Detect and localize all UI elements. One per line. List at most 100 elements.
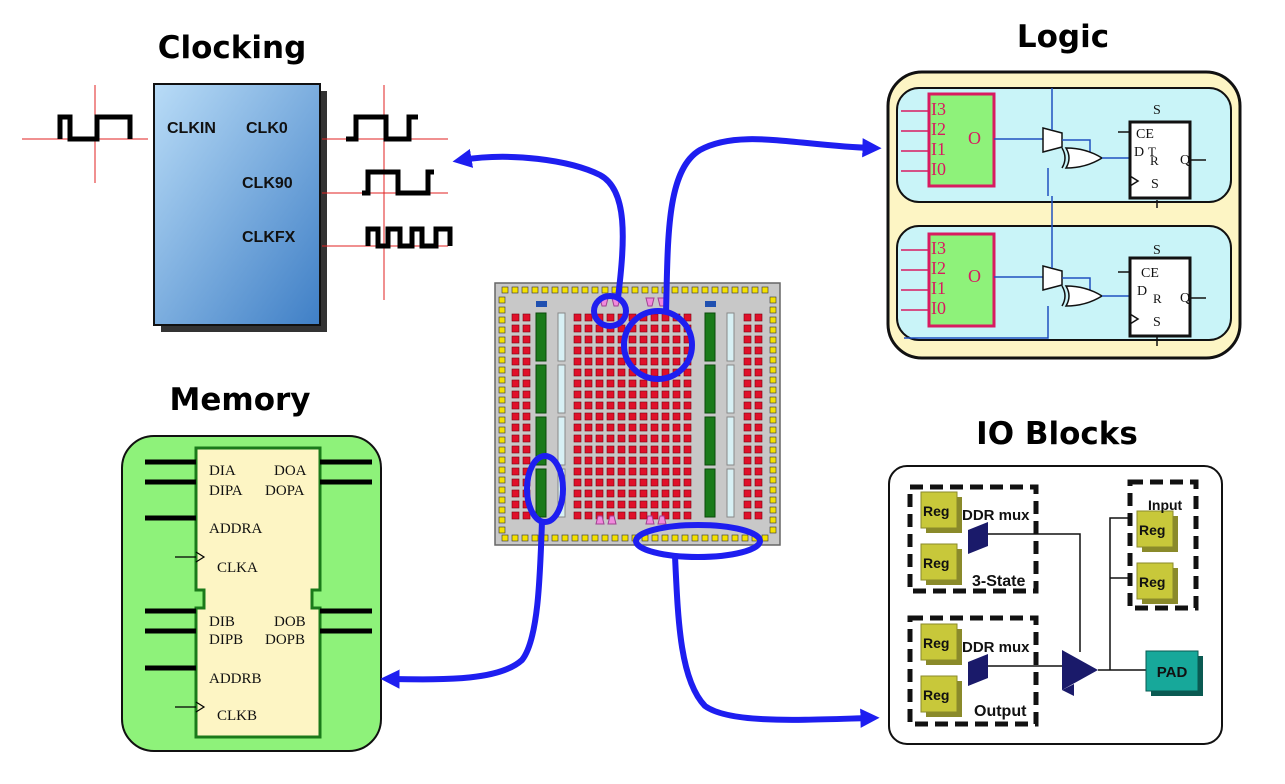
clb-cell (743, 335, 752, 344)
io-pad-cell (731, 534, 739, 542)
clb-cell (584, 445, 593, 454)
clb-cell (511, 456, 520, 465)
clb-cell (573, 500, 582, 509)
io-pad-cell (661, 534, 669, 542)
clb-cell (606, 379, 615, 388)
clb-cell (628, 467, 637, 476)
io-pad-cell (769, 366, 777, 374)
clb-cell (650, 434, 659, 443)
logic-slice-1: I3 I2 I1 I0 O S CE D T R S Q (896, 87, 1232, 208)
clb-cell (617, 423, 626, 432)
clb-cell (573, 423, 582, 432)
io-pad-cell (591, 286, 599, 294)
io-pad-cell (691, 534, 699, 542)
clb-cell (617, 445, 626, 454)
io-pad-cell (651, 534, 659, 542)
lut2-input-i2: I2 (931, 258, 946, 278)
clb-cell (573, 445, 582, 454)
clb-cell (672, 401, 681, 410)
clb-cell (628, 412, 637, 421)
clb-highlight (621, 308, 695, 382)
register-input-1: Reg (1136, 510, 1178, 552)
io-pad-cell (498, 506, 506, 514)
io-pad-cell (551, 534, 559, 542)
output-group (907, 615, 1039, 727)
clb-cell (754, 456, 763, 465)
pad-label: PAD (1157, 664, 1188, 681)
clb-cell (628, 489, 637, 498)
clb-cell (754, 401, 763, 410)
ff2-r: R (1153, 291, 1162, 306)
io-pad-cell (498, 406, 506, 414)
clb-cell (639, 335, 648, 344)
clb-cell (743, 357, 752, 366)
bram-highlight (524, 453, 566, 525)
io-pad-cell (541, 286, 549, 294)
clb-cell (606, 368, 615, 377)
clb-cell (683, 500, 692, 509)
clb-cell (511, 489, 520, 498)
clb-cell (743, 489, 752, 498)
clb-cell (628, 335, 637, 344)
clb-cell (584, 500, 593, 509)
clb-cell (672, 412, 681, 421)
io-pad-cell (498, 306, 506, 314)
arrow-to-io (672, 555, 880, 728)
io-pad-cell (769, 496, 777, 504)
clb-cell (650, 324, 659, 333)
clb-cell (672, 467, 681, 476)
clb-cell (595, 500, 604, 509)
clb-cell (628, 346, 637, 355)
clb-cell (595, 456, 604, 465)
carry-mux-1 (1042, 127, 1063, 153)
dcm-highlight (591, 293, 629, 329)
clb-cell (754, 335, 763, 344)
clb-cell (754, 346, 763, 355)
clb-cell (522, 357, 531, 366)
clb-cell (672, 434, 681, 443)
io-pad-cell (721, 286, 729, 294)
io-pad-cell (731, 286, 739, 294)
io-pad-cell (769, 336, 777, 344)
clb-cell (661, 335, 670, 344)
dib-label: DIB (209, 614, 235, 630)
io-pad-cell (498, 346, 506, 354)
ff1-t: T (1148, 144, 1156, 159)
clb-cell (639, 346, 648, 355)
clb-cell (595, 390, 604, 399)
memory-title: Memory (170, 382, 311, 418)
clb-cell (573, 357, 582, 366)
clb-cell (743, 346, 752, 355)
io-pad-cell (701, 534, 709, 542)
input-label: Input (1148, 497, 1183, 513)
io-pad-cell (611, 534, 619, 542)
clb-cell (754, 324, 763, 333)
clb-cell (683, 445, 692, 454)
clb-cell (595, 478, 604, 487)
clb-cell (573, 368, 582, 377)
clb-cell (683, 467, 692, 476)
arrow-to-clocking (452, 148, 626, 299)
reg-label: Reg (923, 503, 949, 519)
clb-cell (650, 467, 659, 476)
io-pad-cell (769, 406, 777, 414)
io-pad-cell (498, 296, 506, 304)
clocking-title: Clocking (158, 30, 307, 66)
clb-cell (573, 456, 582, 465)
lut1-input-i2: I2 (931, 119, 946, 139)
io-pad-cell (769, 376, 777, 384)
io-pad-cell (621, 286, 629, 294)
io-pad-cell (498, 326, 506, 334)
register-output-2: Reg (920, 675, 962, 717)
clb-cell (661, 456, 670, 465)
clb-cell (511, 368, 520, 377)
io-pad-cell (498, 396, 506, 404)
clb-cell (617, 434, 626, 443)
logic-section: Logic I3 I2 I1 I0 O S C (886, 19, 1242, 360)
io-pad-cell (498, 336, 506, 344)
clb-cell (743, 456, 752, 465)
clb-cell (522, 313, 531, 322)
clb-cell (743, 324, 752, 333)
clb-cell (595, 445, 604, 454)
io-pad-cell (498, 316, 506, 324)
